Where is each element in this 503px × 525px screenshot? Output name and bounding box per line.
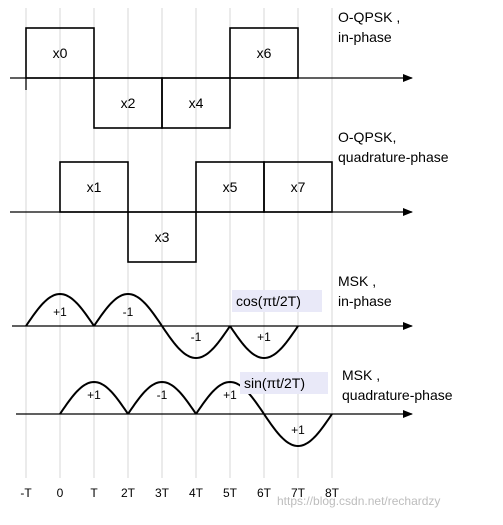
waveforms — [25, 27, 333, 448]
msk-quadrature-arch-label: +1 — [223, 388, 237, 402]
msk-in-phase-arch-label: -1 — [123, 305, 134, 319]
msk-in-phase-arch — [93, 292, 163, 327]
time-tick-label: 6T — [257, 486, 272, 500]
cos-formula: cos(πt/2T) — [236, 293, 301, 309]
title-msk-quadrature-line2: quadrature-phase — [342, 387, 453, 403]
title-oqpsk-quadrature-line1: O-QPSK, — [338, 129, 396, 145]
time-tick-label: 3T — [155, 486, 170, 500]
msk-quadrature-arch-label: +1 — [87, 388, 101, 402]
oqpsk-quadrature-bit-label: x7 — [291, 179, 306, 195]
msk-quadrature-arch — [59, 380, 129, 415]
oqpsk-quadrature-pulse — [127, 211, 197, 263]
oqpsk-in-phase-bit-label: x4 — [189, 95, 204, 111]
time-tick-label: 7T — [291, 486, 306, 500]
msk-quadrature-arch — [195, 380, 265, 415]
time-tick-label: 4T — [189, 486, 204, 500]
msk-quadrature-arch-label: +1 — [291, 423, 305, 437]
watermark: https://blog.csdn.net/rechardzy — [277, 494, 440, 508]
title-oqpsk-in-phase-line1: O-QPSK , — [338, 9, 400, 25]
cos-formula-box — [232, 290, 322, 312]
oqpsk-quadrature-bit-label: x5 — [223, 179, 238, 195]
title-msk-in-phase-line2: in-phase — [338, 293, 392, 309]
msk-in-phase-arch — [25, 292, 95, 327]
msk-quadrature-arch — [127, 380, 197, 415]
msk-in-phase-arch-label: +1 — [53, 305, 67, 319]
waveform-labels: x0 x2 x4 x6 x1 x3 x5 x7 +1 -1 -1 +1 +1 -1 +1 +1 — [53, 45, 306, 437]
msk-in-phase-arch — [229, 325, 299, 360]
title-oqpsk-in-phase-line2: in-phase — [338, 29, 392, 45]
sin-formula: sin(πt/2T) — [244, 375, 305, 391]
oqpsk-in-phase-bit-label: x2 — [121, 95, 136, 111]
time-tick-label: 2T — [121, 486, 136, 500]
time-tick-label: -T — [20, 486, 32, 500]
msk-quadrature-arch-label: -1 — [157, 388, 168, 402]
msk-in-phase-arch-label: -1 — [191, 330, 202, 344]
time-tick-label: T — [90, 486, 98, 500]
oqpsk-quadrature-pulse — [59, 161, 129, 213]
oqpsk-in-phase-pulse — [229, 27, 299, 79]
msk-in-phase-arch — [161, 325, 231, 360]
time-axis-ticks: -T 0 T 2T 3T 4T 5T 6T 7T 8T — [20, 486, 339, 500]
oqpsk-quadrature-bit-label: x3 — [155, 229, 170, 245]
msk-quadrature-arch — [263, 413, 333, 448]
time-tick-label: 5T — [223, 486, 238, 500]
time-tick-label: 8T — [325, 486, 340, 500]
title-msk-in-phase-line1: MSK , — [338, 273, 376, 289]
oqpsk-in-phase-bit-label: x0 — [53, 45, 68, 61]
oqpsk-in-phase-pulse — [25, 27, 95, 79]
msk-in-phase-arch-label: +1 — [257, 330, 271, 344]
oqpsk-quadrature-bit-label: x1 — [87, 179, 102, 195]
sin-formula-box — [240, 372, 328, 394]
time-tick-label: 0 — [57, 486, 64, 500]
oqpsk-in-phase-pulse — [161, 77, 231, 129]
title-oqpsk-quadrature-line2: quadrature-phase — [338, 149, 449, 165]
oqpsk-quadrature-pulse — [263, 161, 333, 213]
title-msk-quadrature-line1: MSK , — [342, 367, 380, 383]
oqpsk-in-phase-bit-label: x6 — [257, 45, 272, 61]
